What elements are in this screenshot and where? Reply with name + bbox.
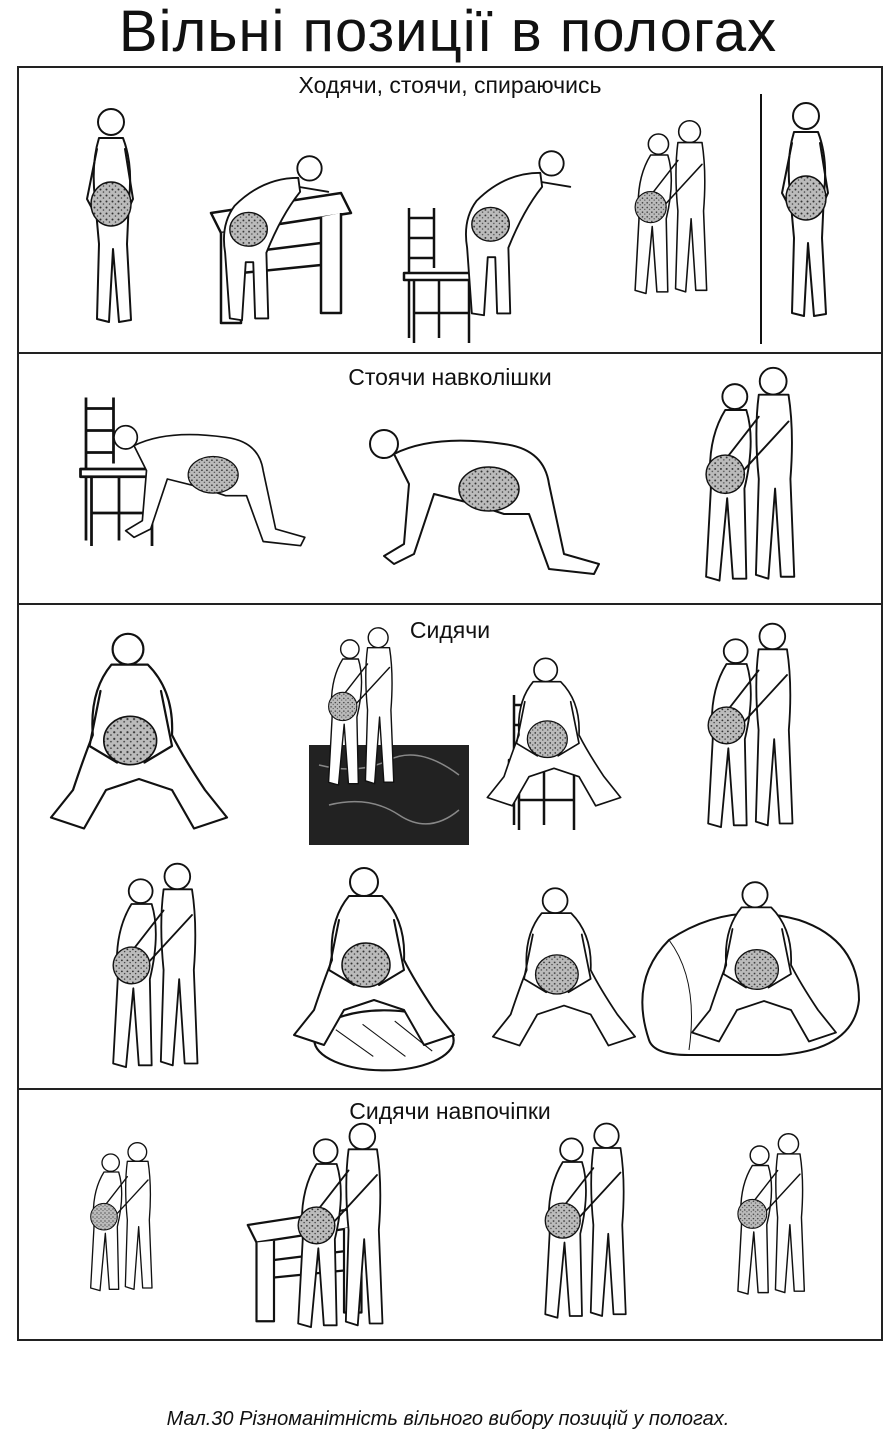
figure-reclining-in-chair xyxy=(639,620,869,840)
figure-caption: Мал.30 Різноманітність вільного вибору п… xyxy=(166,1408,730,1430)
figure-sitting-cross-legged xyxy=(484,875,644,1065)
figure-leaning-on-table xyxy=(197,134,347,334)
figure-squatting-supported-standing xyxy=(64,1105,184,1335)
page-title: Вільні позиції в пологах xyxy=(118,0,778,64)
figure-reclining-on-beanbag xyxy=(669,875,859,1055)
section-label: Стоячи навколішки xyxy=(348,364,552,390)
figure-squatting-held-from-behind xyxy=(709,1105,839,1330)
figure-standing-holding-belly xyxy=(69,104,149,344)
figure-sitting-backwards-on-chair xyxy=(479,635,629,835)
figure-leaning-on-chair xyxy=(439,114,589,344)
section-label: Ходячи, стоячи, спираючись xyxy=(298,72,602,98)
figure-squatting-group xyxy=(224,1120,464,1340)
figure-kneeling-at-chair xyxy=(99,404,319,554)
section-walking-standing: Ходячи, стоячи, спираючись xyxy=(17,66,883,354)
section-kneeling: Стоячи навколішки xyxy=(17,352,883,605)
figure-sitting-on-stool-embracing xyxy=(34,625,244,845)
figure-couple-standing xyxy=(604,86,744,336)
figure-kneeling-supported xyxy=(659,364,849,594)
figure-standing-wall xyxy=(764,98,844,338)
section-label: Сидячи навпочіпки xyxy=(349,1098,551,1124)
figure-squatting-on-partner-lap xyxy=(504,1120,674,1330)
section-sitting: Сидячи xyxy=(17,603,883,1090)
figure-sitting-on-floor-supported xyxy=(44,860,274,1080)
section-label: Сидячи xyxy=(409,617,491,643)
wall-line xyxy=(759,94,769,344)
section-squatting: Сидячи навпочіпки xyxy=(17,1088,883,1341)
figure-sitting-in-bath xyxy=(269,625,459,795)
figure-sitting-on-ball xyxy=(284,860,464,1060)
figure-all-fours xyxy=(354,404,614,584)
